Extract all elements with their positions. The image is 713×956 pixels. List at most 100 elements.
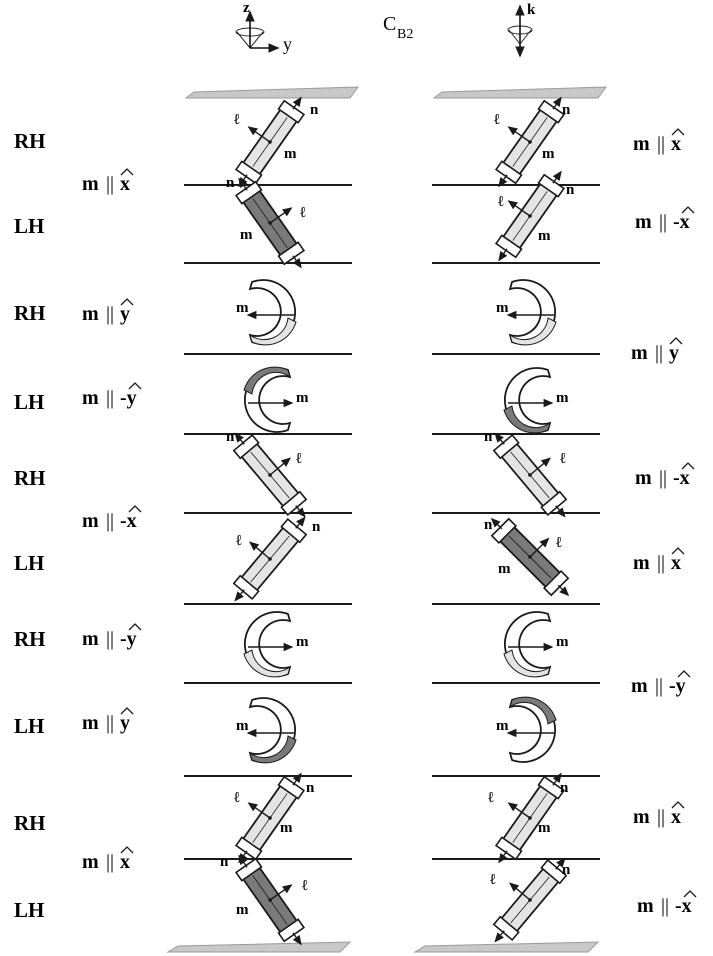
slab-molecule: ℓn — [484, 429, 568, 518]
left-conditions: m||xm||ym||-ym||-xm||-ym||ym||x — [82, 168, 142, 873]
condition-bars: || — [657, 552, 665, 574]
layer-lines — [184, 184, 600, 860]
condition-axis: -y — [120, 628, 137, 650]
condition-label: m||-y — [82, 382, 142, 409]
vector-label: n — [312, 519, 321, 535]
ring-molecule: m — [236, 279, 297, 346]
condition-label: m||-x — [635, 462, 695, 489]
vector-label: n — [310, 102, 319, 118]
figure-title: C B2 — [383, 13, 413, 42]
condition-bars: || — [659, 467, 667, 489]
condition-axis: x — [120, 173, 130, 195]
condition-axis: -x — [120, 510, 137, 532]
vector-label: ℓ — [234, 112, 240, 128]
vector-label: m — [498, 561, 511, 577]
hand-label: LH — [14, 714, 44, 738]
vector-label: ℓ — [300, 205, 306, 221]
vector-label: n — [566, 182, 575, 198]
vector-label: m — [296, 634, 309, 650]
vector-label: m — [284, 146, 297, 162]
slab-molecule: ℓn — [490, 857, 571, 943]
top-left-plate — [184, 86, 360, 99]
right-conditions: m||xm||-xm||ym||-xm||xm||-ym||xm||-x — [631, 128, 697, 917]
vector-label: ℓ — [494, 112, 500, 128]
hat-accent — [669, 337, 683, 345]
plates — [166, 86, 608, 953]
vector-label: ℓ — [560, 451, 566, 467]
hand-label: RH — [14, 466, 46, 490]
vector-label: n — [560, 780, 569, 796]
hat-accent — [671, 547, 685, 555]
axis-z-label: z — [243, 0, 250, 16]
vector-label: n — [562, 102, 571, 118]
condition-axis: y — [669, 342, 679, 364]
vector-label: n — [220, 854, 229, 870]
vector-label: n — [226, 175, 235, 191]
hat-accent — [120, 846, 134, 854]
hat-accent — [128, 382, 142, 390]
condition-axis: x — [671, 133, 681, 155]
vector-label: ℓ — [236, 533, 242, 549]
hat-accent — [128, 623, 142, 631]
vector-label: m — [556, 634, 569, 650]
hand-label: LH — [14, 898, 44, 922]
bottom-left-plate — [166, 941, 352, 953]
right-axis-icon: k — [507, 2, 536, 58]
vector-label: m — [556, 390, 569, 406]
condition-axis: x — [120, 851, 130, 873]
top-right-plate — [432, 86, 608, 99]
ring-molecule: m — [496, 279, 557, 346]
condition-label: m||-y — [631, 670, 691, 697]
condition-m: m — [633, 552, 650, 574]
vector-label: m — [240, 227, 253, 243]
hat-accent — [671, 128, 685, 136]
axis-y-label: y — [283, 34, 292, 54]
condition-axis: -x — [673, 211, 690, 233]
hat-accent — [681, 206, 695, 214]
condition-label: m||y — [82, 707, 134, 734]
vector-label: m — [236, 300, 249, 316]
condition-m: m — [82, 510, 99, 532]
slab-molecule: ℓ n m — [234, 96, 319, 188]
condition-m: m — [631, 675, 648, 697]
vector-label: m — [542, 146, 555, 162]
vector-label: ℓ — [296, 451, 302, 467]
condition-axis: y — [120, 712, 130, 734]
condition-bars: || — [661, 895, 669, 917]
condition-axis: -x — [673, 467, 690, 489]
ring-molecule: m — [236, 697, 297, 764]
condition-label: m||y — [82, 298, 134, 325]
vector-label: ℓ — [488, 790, 494, 806]
condition-m: m — [631, 342, 648, 364]
condition-m: m — [82, 387, 99, 409]
condition-m: m — [82, 173, 99, 195]
condition-label: m||x — [82, 168, 134, 195]
ring-molecule: m — [496, 696, 557, 763]
condition-bars: || — [659, 211, 667, 233]
vector-label: n — [562, 862, 571, 878]
hat-accent — [120, 298, 134, 306]
vector-label: m — [236, 718, 249, 734]
condition-label: m||x — [82, 846, 134, 873]
condition-bars: || — [106, 387, 114, 409]
vector-label: m — [496, 718, 509, 734]
slab-molecule: ℓnm — [488, 772, 569, 864]
hat-accent — [683, 890, 697, 898]
condition-m: m — [82, 851, 99, 873]
condition-label: m || x — [633, 547, 685, 574]
condition-label: m||x — [633, 128, 685, 155]
vector-label: ℓ — [234, 790, 240, 806]
title-sub: B2 — [397, 27, 413, 42]
condition-m: m — [82, 628, 99, 650]
vector-label: m — [296, 390, 309, 406]
hat-accent — [681, 462, 695, 470]
condition-axis: x — [671, 552, 681, 574]
condition-bars: || — [106, 510, 114, 532]
hand-label: RH — [14, 627, 46, 651]
hat-accent — [120, 707, 134, 715]
slab-molecule: ℓn — [232, 516, 321, 602]
ring-molecule: m — [243, 611, 309, 678]
condition-label: m||-x — [635, 206, 695, 233]
